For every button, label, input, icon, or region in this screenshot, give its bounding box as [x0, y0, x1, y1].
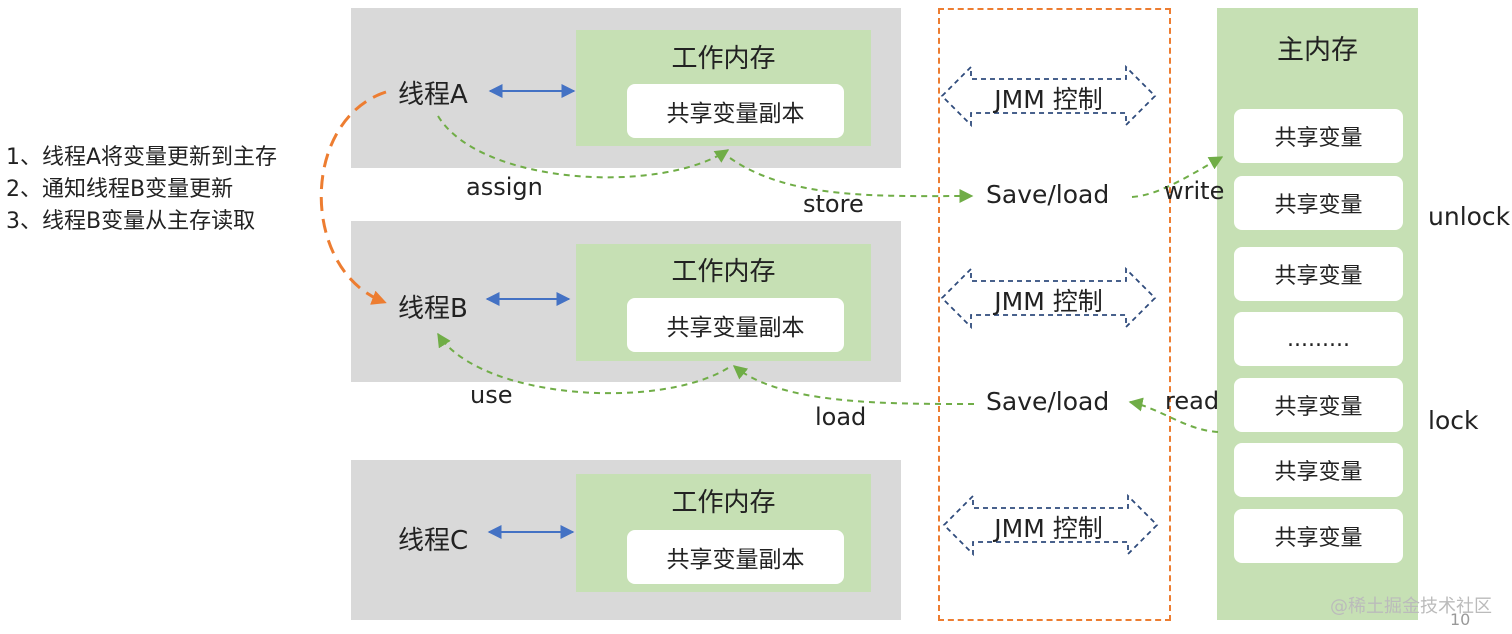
- jmm-control-arrow-3: [942, 493, 1159, 557]
- assign-arrow: [437, 115, 730, 179]
- main-memory-ellipsis: .........: [1234, 312, 1403, 366]
- jmm-control-label-3: JMM 控制: [994, 514, 1103, 543]
- lock-label: lock: [1428, 406, 1479, 435]
- watermark: @稀土掘金技术社区: [1330, 596, 1492, 617]
- main-memory-var-6: 共享变量: [1234, 509, 1403, 563]
- jmm-control-label-1: JMM 控制: [994, 85, 1103, 114]
- unlock-label: unlock: [1428, 202, 1511, 231]
- thread-a-shared-copy: 共享变量副本: [627, 84, 844, 138]
- load-label: load: [815, 403, 867, 431]
- jmm-control-arrow-1: [940, 64, 1157, 128]
- thread-c-label: 线程C: [398, 526, 469, 556]
- main-memory-var-2: 共享变量: [1234, 176, 1403, 230]
- read-label: read: [1165, 387, 1220, 415]
- thread-c-work-memory-title: 工作内存: [671, 488, 776, 518]
- save-load-label-bottom: Save/load: [986, 387, 1110, 416]
- use-label: use: [470, 381, 513, 409]
- note-line-3: 3、线程B变量从主存读取: [6, 209, 256, 234]
- thread-b-label: 线程B: [398, 294, 468, 324]
- note-line-1: 1、线程A将变量更新到主存: [6, 145, 278, 170]
- main-memory-var-3: 共享变量: [1234, 247, 1403, 301]
- thread-b-work-memory-title: 工作内存: [671, 257, 776, 287]
- load-arrow: [732, 365, 975, 405]
- thread-c-shared-copy: 共享变量副本: [627, 530, 844, 584]
- save-load-label-top: Save/load: [986, 180, 1110, 209]
- jmm-control-arrow-2: [940, 266, 1157, 330]
- read-arrow: [1128, 397, 1219, 433]
- main-memory-var-1: 共享变量: [1234, 109, 1403, 163]
- jmm-control-label-2: JMM 控制: [994, 287, 1103, 316]
- note-line-2: 2、通知线程B变量更新: [6, 177, 234, 202]
- main-memory-var-4: 共享变量: [1234, 378, 1403, 432]
- assign-label: assign: [466, 173, 543, 201]
- page-number: 10: [1450, 610, 1471, 629]
- main-memory-title: 主内存: [1277, 35, 1358, 66]
- use-arrow: [437, 332, 729, 395]
- notify-arrow: [319, 90, 387, 305]
- main-memory-var-5: 共享变量: [1234, 443, 1403, 497]
- thread-a-label: 线程A: [398, 80, 468, 110]
- store-arrow: [729, 157, 974, 204]
- store-label: store: [803, 190, 864, 218]
- thread-b-shared-copy: 共享变量副本: [627, 298, 844, 352]
- jmm-control-panel: [938, 8, 1171, 621]
- write-label: write: [1164, 177, 1225, 205]
- thread-a-work-memory-title: 工作内存: [671, 44, 776, 74]
- write-arrow: [1131, 156, 1224, 198]
